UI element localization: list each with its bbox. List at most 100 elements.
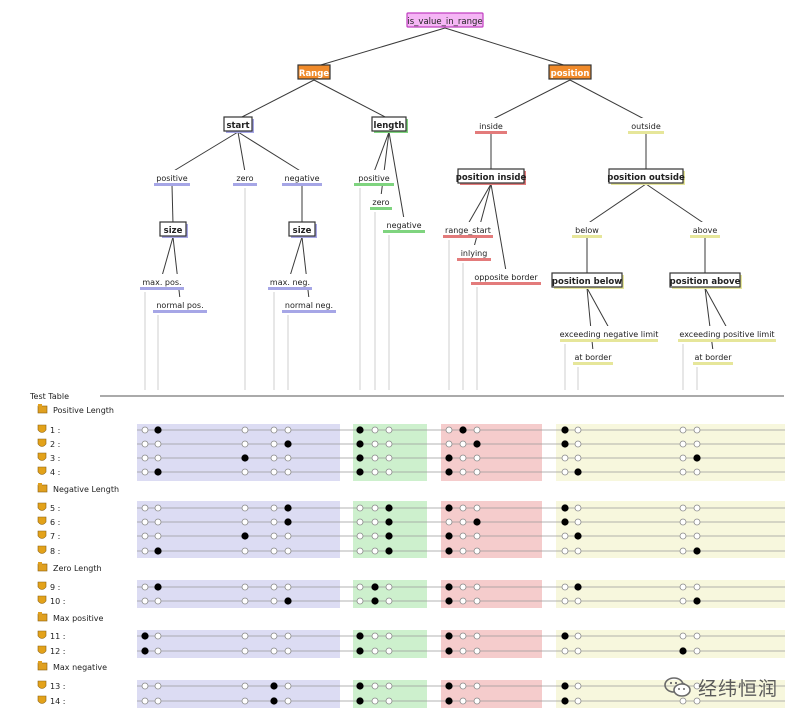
- empty-mark-inlying[interactable]: [459, 647, 467, 655]
- empty-mark-opposite-border[interactable]: [473, 547, 481, 555]
- selected-mark-exceed-neg[interactable]: [561, 504, 569, 512]
- empty-mark-exceed-neg[interactable]: [561, 532, 569, 540]
- empty-mark-max-pos[interactable]: [141, 426, 149, 434]
- empty-mark-inlying[interactable]: [459, 597, 467, 605]
- selected-mark-len-positive[interactable]: [356, 440, 364, 448]
- selected-mark-len-positive[interactable]: [356, 647, 364, 655]
- empty-mark-normal-pos[interactable]: [154, 532, 162, 540]
- empty-mark-inlying[interactable]: [459, 504, 467, 512]
- empty-mark-normal-pos[interactable]: [154, 632, 162, 640]
- empty-mark-inlying[interactable]: [459, 697, 467, 705]
- empty-mark-len-positive[interactable]: [356, 547, 364, 555]
- empty-mark-start-zero[interactable]: [241, 518, 249, 526]
- empty-mark-start-zero[interactable]: [241, 647, 249, 655]
- tree-node-above[interactable]: above: [690, 222, 720, 238]
- empty-mark-at-border-a[interactable]: [693, 468, 701, 476]
- empty-mark-max-pos[interactable]: [141, 504, 149, 512]
- empty-mark-normal-pos[interactable]: [154, 682, 162, 690]
- empty-mark-exceed-pos[interactable]: [679, 504, 687, 512]
- selected-mark-normal-pos[interactable]: [154, 426, 162, 434]
- selected-mark-exceed-neg[interactable]: [561, 697, 569, 705]
- empty-mark-start-zero[interactable]: [241, 597, 249, 605]
- selected-mark-range-start[interactable]: [445, 647, 453, 655]
- empty-mark-at-border-a[interactable]: [693, 532, 701, 540]
- selected-mark-max-neg[interactable]: [270, 697, 278, 705]
- selected-mark-exceed-neg[interactable]: [561, 682, 569, 690]
- empty-mark-exceed-neg[interactable]: [561, 583, 569, 591]
- empty-mark-len-zero[interactable]: [371, 682, 379, 690]
- tree-node-size-neg[interactable]: size: [288, 221, 317, 238]
- empty-mark-exceed-pos[interactable]: [679, 518, 687, 526]
- empty-mark-max-pos[interactable]: [141, 532, 149, 540]
- tree-node-normal-neg[interactable]: normal neg.: [282, 297, 336, 313]
- empty-mark-normal-pos[interactable]: [154, 518, 162, 526]
- empty-mark-start-zero[interactable]: [241, 468, 249, 476]
- selected-mark-at-border-a[interactable]: [693, 547, 701, 555]
- tree-node-position[interactable]: position: [548, 64, 592, 80]
- empty-mark-max-pos[interactable]: [141, 454, 149, 462]
- empty-mark-exceed-pos[interactable]: [679, 426, 687, 434]
- empty-mark-inlying[interactable]: [459, 518, 467, 526]
- empty-mark-normal-neg[interactable]: [284, 454, 292, 462]
- empty-mark-opposite-border[interactable]: [473, 454, 481, 462]
- empty-mark-exceed-pos[interactable]: [679, 547, 687, 555]
- empty-mark-opposite-border[interactable]: [473, 583, 481, 591]
- empty-mark-len-zero[interactable]: [371, 532, 379, 540]
- empty-mark-inlying[interactable]: [459, 547, 467, 555]
- empty-mark-opposite-border[interactable]: [473, 632, 481, 640]
- empty-mark-at-border-b[interactable]: [574, 426, 582, 434]
- selected-mark-normal-neg[interactable]: [284, 518, 292, 526]
- empty-mark-normal-neg[interactable]: [284, 647, 292, 655]
- empty-mark-max-pos[interactable]: [141, 518, 149, 526]
- selected-mark-range-start[interactable]: [445, 597, 453, 605]
- selected-mark-max-pos[interactable]: [141, 632, 149, 640]
- empty-mark-at-border-b[interactable]: [574, 597, 582, 605]
- empty-mark-inlying[interactable]: [459, 682, 467, 690]
- empty-mark-inlying[interactable]: [459, 632, 467, 640]
- selected-mark-range-start[interactable]: [445, 547, 453, 555]
- empty-mark-exceed-neg[interactable]: [561, 547, 569, 555]
- empty-mark-exceed-neg[interactable]: [561, 454, 569, 462]
- test-row[interactable]: 9 :: [37, 581, 785, 592]
- selected-mark-len-positive[interactable]: [356, 682, 364, 690]
- selected-mark-opposite-border[interactable]: [473, 440, 481, 448]
- tree-node-outside[interactable]: outside: [628, 118, 664, 134]
- selected-mark-range-start[interactable]: [445, 632, 453, 640]
- test-row[interactable]: 14 :: [37, 695, 785, 706]
- empty-mark-max-neg[interactable]: [270, 504, 278, 512]
- empty-mark-len-zero[interactable]: [371, 504, 379, 512]
- empty-mark-max-neg[interactable]: [270, 647, 278, 655]
- selected-mark-start-zero[interactable]: [241, 532, 249, 540]
- selected-mark-at-border-b[interactable]: [574, 532, 582, 540]
- empty-mark-exceed-neg[interactable]: [561, 468, 569, 476]
- empty-mark-opposite-border[interactable]: [473, 504, 481, 512]
- tree-node-exceed-pos[interactable]: exceeding positive limit: [678, 326, 776, 342]
- empty-mark-max-neg[interactable]: [270, 440, 278, 448]
- selected-mark-normal-pos[interactable]: [154, 547, 162, 555]
- tree-node-inside[interactable]: inside: [475, 118, 507, 134]
- empty-mark-len-positive[interactable]: [356, 597, 364, 605]
- test-row[interactable]: 6 :: [37, 516, 785, 527]
- empty-mark-normal-pos[interactable]: [154, 440, 162, 448]
- empty-mark-at-border-b[interactable]: [574, 682, 582, 690]
- empty-mark-inlying[interactable]: [459, 583, 467, 591]
- empty-mark-opposite-border[interactable]: [473, 532, 481, 540]
- tree-node-start-zero[interactable]: zero: [233, 170, 257, 186]
- empty-mark-range-start[interactable]: [445, 440, 453, 448]
- selected-mark-inlying[interactable]: [459, 426, 467, 434]
- test-row[interactable]: 2 :: [37, 438, 785, 449]
- empty-mark-at-border-a[interactable]: [693, 682, 701, 690]
- empty-mark-len-negative[interactable]: [385, 597, 393, 605]
- empty-mark-exceed-pos[interactable]: [679, 583, 687, 591]
- empty-mark-max-pos[interactable]: [141, 583, 149, 591]
- selected-mark-len-positive[interactable]: [356, 697, 364, 705]
- selected-mark-exceed-neg[interactable]: [561, 632, 569, 640]
- empty-mark-max-neg[interactable]: [270, 583, 278, 591]
- selected-mark-start-zero[interactable]: [241, 454, 249, 462]
- tree-node-root[interactable]: is_value_in_range: [406, 12, 484, 28]
- tree-node-below[interactable]: below: [572, 222, 602, 238]
- empty-mark-exceed-pos[interactable]: [679, 632, 687, 640]
- tree-node-range[interactable]: Range: [297, 64, 331, 80]
- selected-mark-max-neg[interactable]: [270, 682, 278, 690]
- selected-mark-exceed-neg[interactable]: [561, 440, 569, 448]
